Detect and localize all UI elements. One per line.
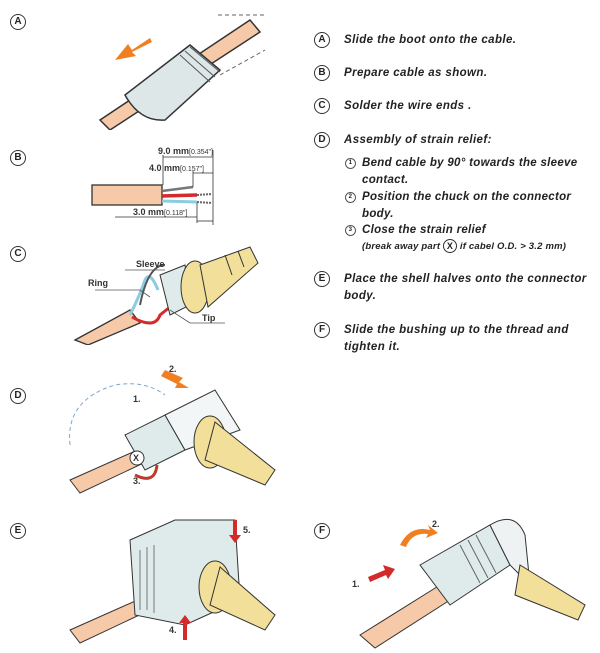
step-b-marker: B bbox=[314, 65, 330, 81]
dim-tin: 3.0 mm[0.118"] bbox=[133, 207, 187, 217]
svg-text:2.: 2. bbox=[169, 364, 177, 374]
arrow-icon bbox=[368, 565, 395, 582]
svg-text:4.: 4. bbox=[169, 625, 177, 635]
figure-label-d: D bbox=[10, 388, 26, 404]
label-ring: Ring bbox=[88, 278, 108, 288]
figure-c-soldering: Sleeve Ring Tip bbox=[73, 246, 259, 345]
step-a-marker: A bbox=[314, 32, 330, 48]
step-a-text: Slide the boot onto the cable. bbox=[344, 34, 517, 46]
label-tip: Tip bbox=[202, 313, 216, 323]
substep-3-note: (break away part X if cabel O.D. > 3.2 m… bbox=[362, 238, 567, 253]
figure-e-shell-halves: 5. 4. bbox=[69, 519, 276, 644]
figure-f-bushing: 1. 2. bbox=[352, 518, 586, 649]
step-e-text: Place the shell halves onto the connecto… bbox=[344, 273, 587, 302]
svg-text:X: X bbox=[133, 453, 139, 463]
step-f-marker: F bbox=[314, 322, 330, 338]
step-f-text: Slide the bushing up to the thread and t… bbox=[344, 324, 569, 353]
svg-text:5.: 5. bbox=[243, 525, 251, 535]
figure-d-strain-relief: 2. X 3. 1. bbox=[69, 364, 276, 494]
arrow-up-icon bbox=[179, 615, 191, 640]
figure-a-boot-on-cable bbox=[98, 14, 266, 130]
svg-text:1.: 1. bbox=[352, 579, 360, 589]
label-sleeve: Sleeve bbox=[136, 259, 165, 269]
dim-total: 9.0 mm[0.354"] bbox=[158, 146, 213, 156]
svg-text:3.: 3. bbox=[133, 476, 141, 486]
figure-label-e: E bbox=[10, 523, 26, 539]
step-e-marker: E bbox=[314, 271, 330, 287]
figure-label-c: C bbox=[10, 246, 26, 262]
rotate-arrow-icon bbox=[400, 525, 438, 547]
dim-strip: 4.0 mm[0.157"] bbox=[149, 163, 204, 173]
step-c-text: Solder the wire ends . bbox=[344, 100, 472, 112]
figure-label-a: A bbox=[10, 14, 26, 30]
step-d-text: Assembly of strain relief: bbox=[344, 134, 492, 146]
figure-label-f: F bbox=[314, 523, 330, 539]
step-d-marker: D bbox=[314, 132, 330, 148]
figure-b-cable-stripping: 9.0 mm[0.354"] 4.0 mm[0.157"] 3.0 mm[0.1… bbox=[91, 146, 214, 225]
svg-text:2.: 2. bbox=[432, 519, 440, 529]
svg-text:1.: 1. bbox=[133, 394, 141, 404]
figure-label-b: B bbox=[10, 150, 26, 166]
arrow-icon bbox=[115, 38, 152, 60]
step-c-marker: C bbox=[314, 98, 330, 114]
arrow-icon bbox=[161, 370, 189, 388]
step-b-text: Prepare cable as shown. bbox=[344, 67, 488, 79]
arrow-down-icon bbox=[229, 520, 241, 543]
